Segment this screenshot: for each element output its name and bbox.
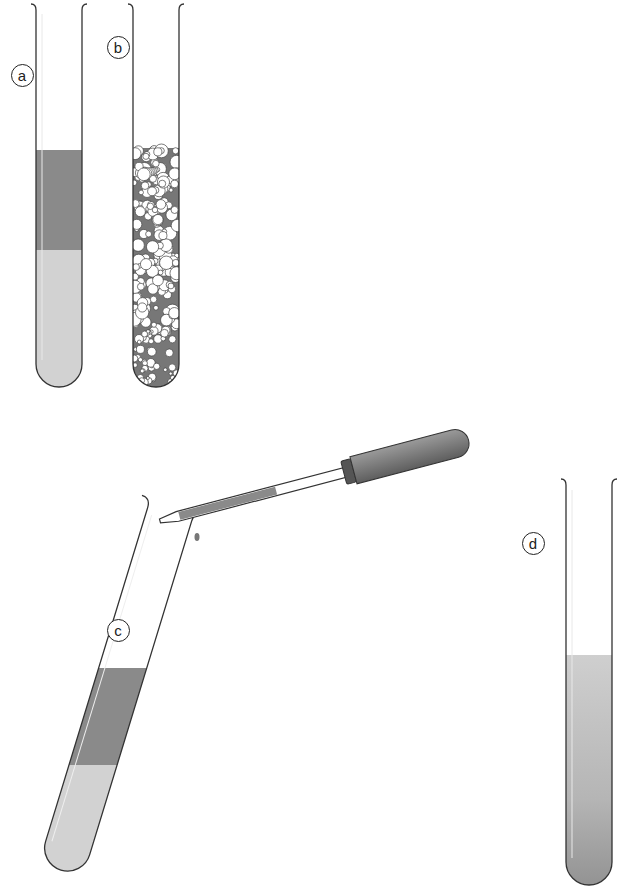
bubble (131, 180, 137, 186)
bubble (159, 180, 166, 187)
callout-circle: c (107, 619, 130, 642)
bubble (157, 176, 169, 188)
bubble (166, 281, 173, 288)
bubble (168, 283, 174, 289)
bubble (134, 384, 139, 389)
test-tube-a (30, 4, 90, 400)
bubble (136, 345, 144, 353)
bubble (137, 340, 141, 344)
bubble (170, 155, 183, 168)
bubble (141, 182, 149, 190)
bubble (172, 259, 179, 266)
bubble (154, 363, 160, 369)
bubble (169, 308, 180, 319)
bubble (148, 187, 157, 196)
bubble (143, 153, 149, 159)
bubble (174, 384, 180, 390)
bubble (137, 384, 144, 391)
test-tube-c (0, 494, 203, 894)
dropper-pipette (156, 427, 472, 535)
callout-letter: a (18, 68, 26, 83)
bubble (131, 355, 138, 362)
bubble (155, 144, 169, 158)
bubble (170, 267, 183, 280)
bubble (153, 160, 160, 167)
callout-letter: b (114, 40, 122, 55)
bubble (154, 305, 159, 310)
bubble (149, 339, 154, 344)
bubble (158, 270, 163, 275)
bubble (137, 168, 150, 181)
bubble (156, 200, 166, 210)
bubble (139, 190, 144, 195)
callout-letter: d (529, 536, 537, 551)
bubble (169, 372, 172, 375)
bubble (132, 239, 144, 251)
bubble (169, 364, 176, 371)
bubble (137, 283, 144, 290)
bubble (138, 303, 147, 312)
bubble (138, 358, 142, 362)
bubble (169, 188, 173, 192)
bubble (171, 206, 178, 213)
bubble (133, 388, 136, 391)
bubble (153, 214, 163, 224)
bubble (133, 264, 140, 271)
bubble (146, 231, 152, 237)
callout-circle: d (522, 532, 545, 555)
drop (195, 533, 200, 541)
bubble (160, 256, 173, 269)
bubble (140, 259, 151, 270)
bubble (140, 369, 144, 373)
bubble (172, 148, 178, 154)
bubble (135, 207, 145, 217)
bubble (165, 349, 173, 357)
bubble (152, 207, 157, 212)
bubble (147, 347, 156, 356)
bubble (152, 215, 163, 226)
bubble (171, 219, 183, 231)
bubble (142, 331, 148, 337)
bubble (150, 296, 157, 303)
callout-circle: a (11, 64, 34, 87)
bubble (159, 232, 167, 240)
callout-letter: c (114, 623, 122, 638)
callout-circle: b (107, 36, 130, 59)
bubble (146, 376, 149, 379)
bubble (153, 275, 164, 286)
bubble (137, 382, 141, 386)
bubble (163, 368, 167, 372)
bubble (154, 148, 162, 156)
bubble (129, 148, 141, 160)
bubble (161, 329, 169, 337)
bubble (167, 384, 174, 391)
bubble (151, 322, 156, 327)
test-tube-b (127, 4, 188, 398)
bubble (146, 241, 158, 253)
bubble (169, 336, 176, 343)
test-tube-d (560, 479, 620, 894)
bubble (171, 180, 179, 188)
